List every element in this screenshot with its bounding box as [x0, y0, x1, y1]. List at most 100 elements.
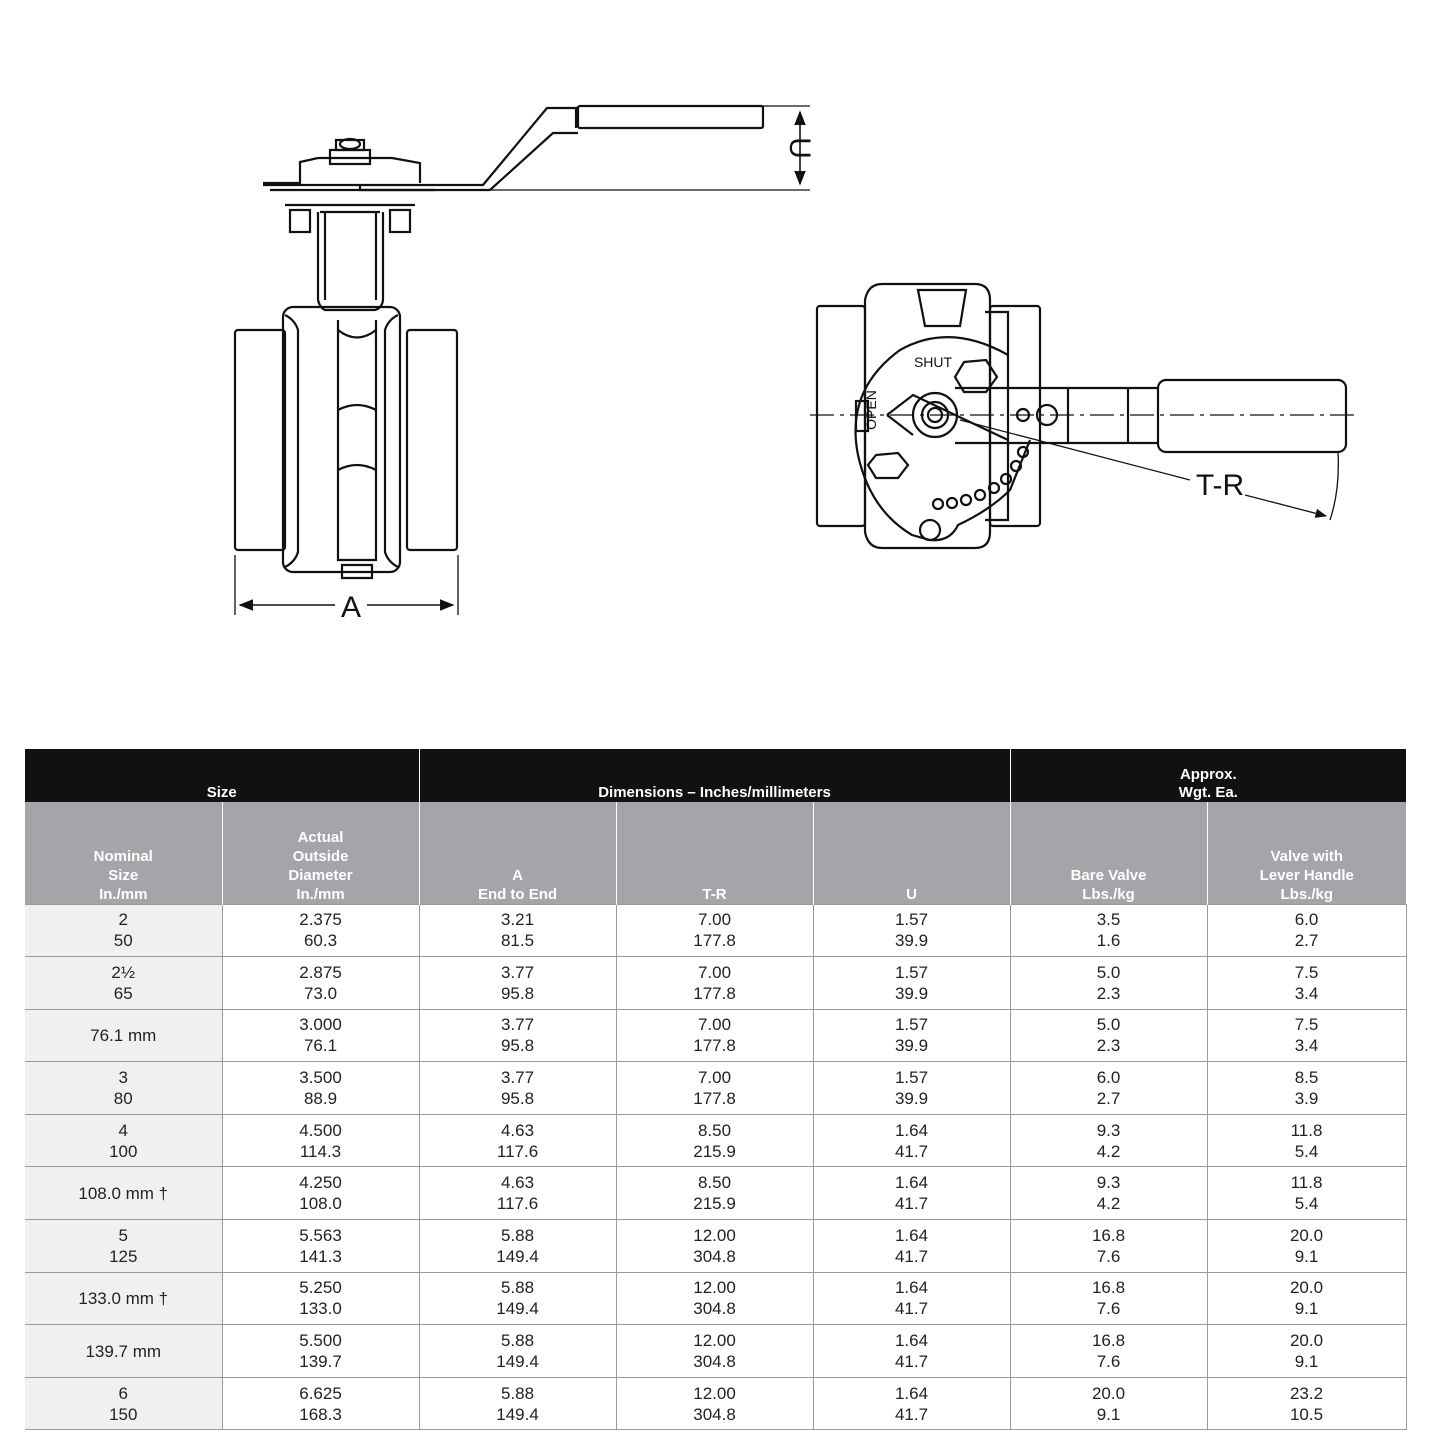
table-cell-nominal-size: 76.1 mm: [25, 1008, 222, 1062]
cell-value: 3.5: [1096, 910, 1121, 930]
cell-value: 4.2: [1096, 1194, 1121, 1214]
cell-value: 304.8: [693, 1352, 736, 1372]
column-header-line: A: [512, 866, 523, 884]
cell-value: 20.0: [1289, 1225, 1324, 1245]
cell-value: 139.7: [299, 1352, 342, 1372]
cell-value: 76.1 mm: [90, 1025, 157, 1045]
cell-value: 117.6: [496, 1141, 539, 1161]
cell-value: 95.8: [500, 983, 535, 1003]
cell-value: 8.5: [1294, 1068, 1319, 1088]
cell-value: 60.3: [303, 931, 338, 951]
column-header-line: Size: [108, 866, 139, 884]
cell-value: 41.7: [894, 1352, 929, 1372]
column-header-line: End to End: [477, 885, 558, 903]
cell-value: 8.50: [697, 1120, 732, 1140]
cell-value: 23.2: [1289, 1383, 1324, 1403]
cell-value: 4.63: [500, 1173, 535, 1193]
cell-value: 108.0 mm †: [78, 1183, 169, 1203]
cell-value: 7.5: [1294, 1015, 1319, 1035]
table-cell-nominal-size: 108.0 mm †: [25, 1166, 222, 1220]
cell-value: 20.0: [1289, 1331, 1324, 1351]
cell-value: 7.00: [697, 962, 732, 982]
cell-value: 3.000: [299, 1015, 342, 1035]
cell-value: 8.50: [697, 1173, 732, 1193]
cell-value: 4.63: [500, 1120, 535, 1140]
cell-value: 80: [113, 1089, 133, 1109]
cell-value: 5.563: [299, 1225, 342, 1245]
cell-value: 114.3: [299, 1141, 342, 1161]
cell-value: 2.3: [1096, 1036, 1121, 1056]
cell-value: 5.0: [1096, 962, 1121, 982]
dimension-tr-label: T-R: [1196, 469, 1244, 502]
cell-value: 65: [113, 983, 133, 1003]
cell-value: 149.4: [496, 1352, 539, 1372]
cell-value: 2½: [111, 962, 136, 982]
cell-value: 304.8: [693, 1246, 736, 1266]
column-header-line: U: [906, 885, 917, 903]
cell-value: 12.00: [693, 1331, 736, 1351]
cell-value: 3.77: [500, 1015, 535, 1035]
cell-value: 5.4: [1294, 1194, 1319, 1214]
column-header-line: In./mm: [296, 885, 345, 903]
cell-value: 73.0: [303, 983, 338, 1003]
cell-value: 141.3: [299, 1246, 342, 1266]
cell-value: 3.4: [1294, 983, 1319, 1003]
cell-value: 2.3: [1096, 983, 1121, 1003]
shut-label: SHUT: [914, 354, 953, 370]
cell-value: 39.9: [894, 931, 929, 951]
cell-value: 5.88: [500, 1383, 535, 1403]
cell-value: 5.88: [500, 1331, 535, 1351]
cell-value: 5.88: [500, 1225, 535, 1245]
cell-value: 88.9: [303, 1089, 338, 1109]
cell-value: 16.8: [1091, 1331, 1126, 1351]
table-cell-nominal-size: 139.7 mm: [25, 1324, 222, 1378]
cell-value: 9.1: [1294, 1352, 1319, 1372]
cell-value: 9.1: [1096, 1404, 1121, 1424]
cell-value: 1.57: [894, 1015, 929, 1035]
cell-value: 7.6: [1096, 1299, 1121, 1319]
cell-value: 3.77: [500, 1068, 535, 1088]
cell-value: 41.7: [894, 1141, 929, 1161]
cell-value: 1.57: [894, 910, 929, 930]
top-view-drawing: [810, 282, 1355, 550]
column-header-line: Nominal: [93, 847, 153, 865]
cell-value: 3.4: [1294, 1036, 1319, 1056]
weight-header-line-2: Wgt. Ea.: [1178, 784, 1238, 801]
cell-value: 2.875: [299, 962, 342, 982]
cell-value: 7.6: [1096, 1246, 1121, 1266]
cell-value: 1.6: [1096, 931, 1121, 951]
group-header-row: Size Dimensions – Inches/millimeters App…: [25, 749, 1407, 802]
cell-value: 3: [118, 1068, 128, 1088]
cell-value: 20.0: [1289, 1278, 1324, 1298]
cell-value: 139.7 mm: [85, 1341, 162, 1361]
cell-value: 177.8: [693, 931, 736, 951]
cell-value: 9.1: [1294, 1299, 1319, 1319]
